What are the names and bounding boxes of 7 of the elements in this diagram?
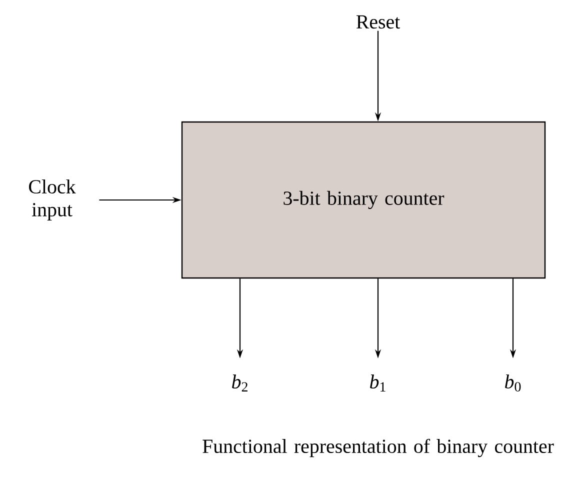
output-label: b$_{2}$ xyxy=(232,374,248,392)
output-label: b$_{0}$ xyxy=(505,374,521,392)
input-label: Clock input xyxy=(29,180,76,220)
counter-box: 3-bit binary counter xyxy=(181,121,546,279)
output-label: b$_{1}$ xyxy=(370,374,386,392)
input-label: Reset xyxy=(356,15,400,29)
caption: Functional representation of binary counter xyxy=(202,438,554,458)
